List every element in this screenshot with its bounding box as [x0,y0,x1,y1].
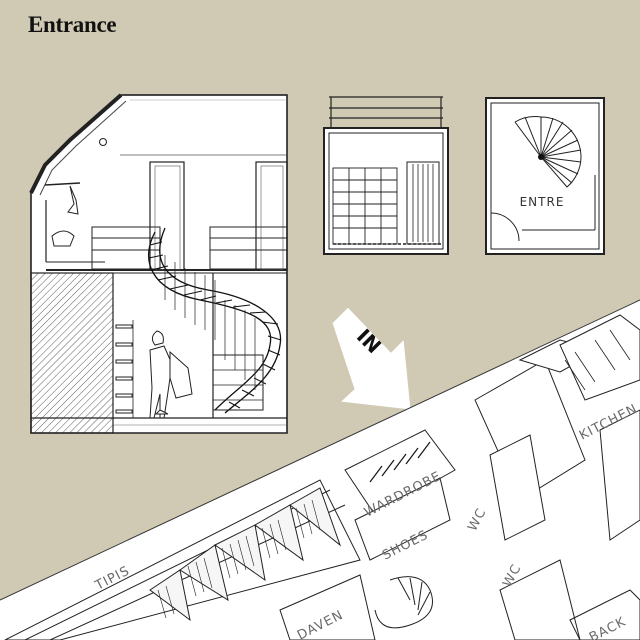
axonometric-view: TIPIS WARDROBE SHOES WC WC KITCHEN DAVEN… [0,299,640,640]
in-arrow: IN [331,306,412,411]
section-drawing [29,93,288,434]
floor-plan: ENTRE [485,97,605,255]
page-title: Entrance [28,12,117,37]
elevation-drawing [323,96,449,255]
plan-label-entre: ENTRE [520,195,565,209]
